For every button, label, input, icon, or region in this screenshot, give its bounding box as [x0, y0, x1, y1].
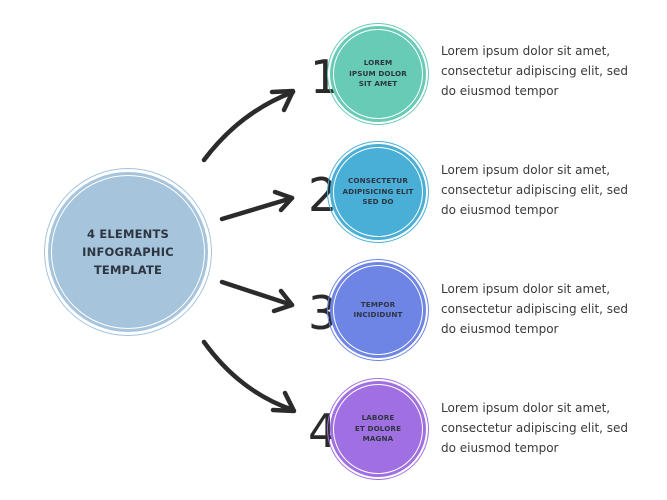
- step-description-3: Lorem ipsum dolor sit amet, consectetur …: [441, 282, 629, 336]
- step-circle-1: LOREM IPSUM DOLOR SIT AMET: [327, 23, 429, 125]
- step-label-3: TEMPOR INCIDIDUNT: [353, 299, 403, 320]
- arrow-4: [201, 339, 297, 414]
- step-label-1: LOREM IPSUM DOLOR SIT AMET: [349, 58, 407, 89]
- step-description-4: Lorem ipsum dolor sit amet, consectetur …: [441, 401, 629, 455]
- center-circle: 4 ELEMENTS INFOGRAPHIC TEMPLATE: [44, 168, 212, 336]
- step-label-4: LABORE ET DOLORE MAGNA: [354, 413, 402, 444]
- step-circle-2: CONSECTETUR ADIPISICING ELIT SED DO: [327, 141, 429, 243]
- step-description-1: Lorem ipsum dolor sit amet, consectetur …: [441, 44, 629, 98]
- arrow-3: [219, 279, 295, 314]
- arrow-1: [201, 88, 296, 163]
- step-circle-4: LABORE ET DOLORE MAGNA: [327, 378, 429, 480]
- center-title: 4 ELEMENTS INFOGRAPHIC TEMPLATE: [82, 227, 174, 277]
- arrow-2: [219, 189, 295, 222]
- step-circle-3: TEMPOR INCIDIDUNT: [327, 259, 429, 361]
- step-description-2: Lorem ipsum dolor sit amet, consectetur …: [441, 163, 629, 217]
- step-label-2: CONSECTETUR ADIPISICING ELIT SED DO: [342, 176, 414, 207]
